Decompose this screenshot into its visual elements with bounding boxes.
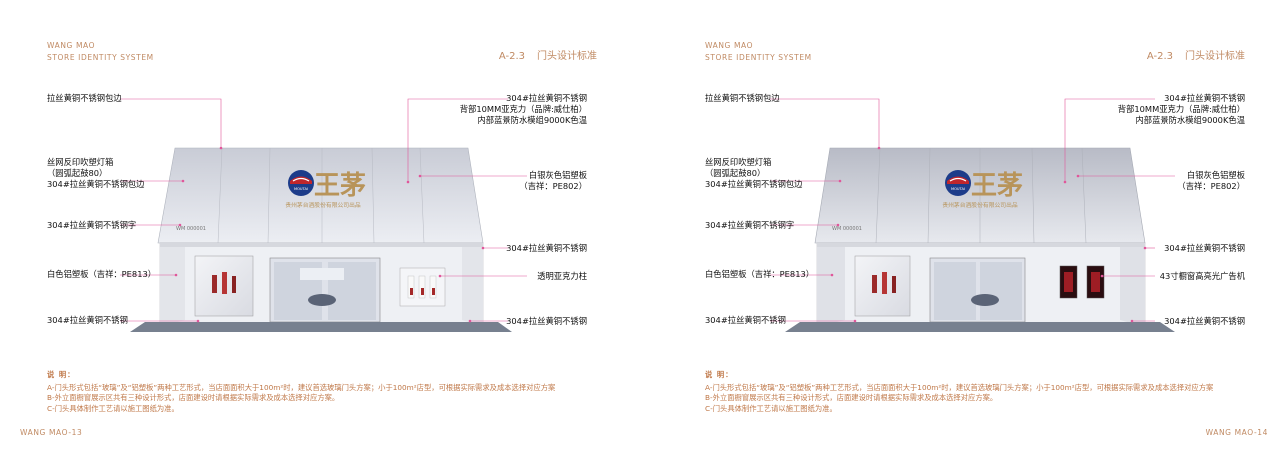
sign-subtext: 贵州茅台酒股份有限公司出品 — [285, 201, 361, 209]
notes-block: 说 明： A-门头形式包括“玻璃”及“铝塑板”两种工艺形式，当店面面积大于100… — [705, 370, 1213, 414]
page-number: WANG MAO-13 — [20, 428, 83, 437]
note-b: B-外立面橱窗展示区共有三种设计形式，店面建设时请根据实际需求及成本选择对应方案… — [705, 393, 998, 402]
section-heading: A-2.3 门头设计标准 — [1147, 47, 1245, 62]
brand-header: WANG MAO STORE IDENTITY SYSTEM — [705, 40, 812, 64]
label-right-1: 304#拉丝黄铜不锈钢 背部10MM亚克力（品牌:威仕柏） 内部蓝景防水模组90… — [1118, 93, 1245, 126]
label-left-3: 304#拉丝黄铜不锈钢字 — [705, 220, 795, 230]
label-left-2b: （圆弧起鼓80） — [47, 168, 108, 178]
section-title: 门头设计标准 — [537, 51, 597, 62]
label-right-1c: 内部蓝景防水模组9000K色温 — [477, 115, 587, 125]
right-display-window — [399, 267, 446, 307]
label-left-4: 白色铝塑板（吉祥：PE813） — [47, 269, 157, 279]
label-right-2a: 白银灰色铝塑板 — [528, 170, 587, 180]
entrance-door — [269, 257, 381, 323]
section-title: 门头设计标准 — [1185, 51, 1245, 62]
header-line2: STORE IDENTITY SYSTEM — [705, 53, 812, 62]
notes-title: 说 明： — [705, 370, 734, 379]
label-right-4: 43寸橱窗高亮光广告机 — [1159, 271, 1245, 281]
label-left-3: 304#拉丝黄铜不锈钢字 — [47, 220, 137, 230]
label-right-2a: 白银灰色铝塑板 — [1186, 170, 1245, 180]
left-display-window — [854, 255, 911, 317]
sign-subtext: 贵州茅台酒股份有限公司出品 — [942, 201, 1018, 209]
label-right-2: 白银灰色铝塑板 （吉祥：PE802） — [519, 170, 587, 192]
left-display-window — [194, 255, 254, 317]
header-line1: WANG MAO — [47, 41, 96, 50]
facade-lower — [159, 242, 484, 328]
page-left: WANG MAO STORE IDENTITY SYSTEM A-2.3 门头设计… — [20, 40, 597, 437]
sign-brand: 王茅 — [971, 171, 1023, 201]
led-screen-2 — [1086, 265, 1105, 299]
label-left-1: 拉丝黄铜不锈钢包边 — [705, 93, 780, 103]
label-right-5: 304#拉丝黄铜不锈钢 — [1164, 316, 1245, 326]
label-right-1: 304#拉丝黄铜不锈钢 背部10MM亚克力（品牌:威仕柏） 内部蓝景防水模组90… — [460, 93, 587, 126]
label-right-1a: 304#拉丝黄铜不锈钢 — [1164, 93, 1245, 103]
door-plate: WM 000001 — [176, 226, 206, 232]
label-left-2: 丝网反印吹塑灯箱 （圆弧起鼓80） 304#拉丝黄铜不锈钢包边 — [705, 157, 802, 190]
label-left-2c: 304#拉丝黄铜不锈钢包边 — [705, 179, 803, 189]
signboard-panel — [814, 147, 1146, 244]
label-right-2b: （吉祥：PE802） — [519, 181, 587, 191]
label-right-1c: 内部蓝景防水模组9000K色温 — [1135, 115, 1245, 125]
signboard-panel — [157, 147, 484, 244]
section-code: A-2.3 — [498, 51, 525, 62]
page-number: WANG MAO-14 — [1205, 428, 1268, 437]
note-a: A-门头形式包括“玻璃”及“铝塑板”两种工艺形式，当店面面积大于100m²时，建… — [705, 382, 1214, 392]
label-right-3: 304#拉丝黄铜不锈钢 — [506, 243, 587, 253]
label-left-2: 丝网反印吹塑灯箱 （圆弧起鼓80） 304#拉丝黄铜不锈钢包边 — [47, 157, 144, 190]
note-c: C-门头具体制作工艺请以施工图纸为准。 — [47, 403, 179, 413]
section-heading: A-2.3 门头设计标准 — [499, 47, 597, 62]
label-right-5: 304#拉丝黄铜不锈钢 — [506, 316, 587, 326]
label-left-5: 304#拉丝黄铜不锈钢 — [47, 315, 128, 325]
note-c: C-门头具体制作工艺请以施工图纸为准。 — [705, 403, 837, 413]
label-left-1: 拉丝黄铜不锈钢包边 — [47, 93, 122, 103]
door-plate: WM 000001 — [832, 226, 862, 232]
led-screen-1 — [1059, 265, 1078, 299]
moutai-logo-icon — [288, 170, 314, 196]
header-line2: STORE IDENTITY SYSTEM — [47, 53, 154, 62]
notes-block: 说 明： A-门头形式包括“玻璃”及“铝塑板”两种工艺形式，当店面面积大于100… — [47, 370, 555, 414]
label-right-2: 白银灰色铝塑板 （吉祥：PE802） — [1177, 170, 1245, 192]
label-right-2b: （吉祥：PE802） — [1177, 181, 1245, 191]
label-left-4: 白色铝塑板（吉祥：PE813） — [705, 269, 815, 279]
label-left-2a: 丝网反印吹塑灯箱 — [47, 157, 114, 167]
section-code: A-2.3 — [1146, 51, 1173, 62]
label-left-2a: 丝网反印吹塑灯箱 — [705, 157, 772, 167]
label-right-4: 透明亚克力柱 — [537, 271, 587, 281]
label-right-1a: 304#拉丝黄铜不锈钢 — [506, 93, 587, 103]
notes-title: 说 明： — [47, 370, 76, 379]
sign-logo-text: MOUTAI — [294, 187, 308, 191]
sign-brand: 王茅 — [314, 171, 366, 201]
label-left-5: 304#拉丝黄铜不锈钢 — [705, 315, 786, 325]
facade-lower — [816, 242, 1146, 328]
storefront-base — [785, 322, 1175, 332]
label-left-2b: （圆弧起鼓80） — [705, 168, 766, 178]
moutai-logo-icon — [945, 170, 971, 196]
label-left-2c: 304#拉丝黄铜不锈钢包边 — [47, 179, 145, 189]
note-a: A-门头形式包括“玻璃”及“铝塑板”两种工艺形式，当店面面积大于100m²时，建… — [47, 382, 556, 392]
page-right: WANG MAO STORE IDENTITY SYSTEM A-2.3 门头设计… — [640, 0, 1280, 453]
header-line1: WANG MAO — [705, 41, 754, 50]
entrance-door — [929, 257, 1026, 323]
label-right-1b: 背部10MM亚克力（品牌:威仕柏） — [1117, 104, 1245, 114]
label-right-3: 304#拉丝黄铜不锈钢 — [1164, 243, 1245, 253]
note-b: B-外立面橱窗展示区共有三种设计形式，店面建设时请根据实际需求及成本选择对应方案… — [47, 393, 340, 402]
sign-logo-text: MOUTAI — [951, 187, 965, 191]
brand-header: WANG MAO STORE IDENTITY SYSTEM — [47, 40, 154, 64]
label-right-1b: 背部10MM亚克力（品牌:威仕柏） — [459, 104, 587, 114]
storefront-base — [130, 322, 512, 332]
